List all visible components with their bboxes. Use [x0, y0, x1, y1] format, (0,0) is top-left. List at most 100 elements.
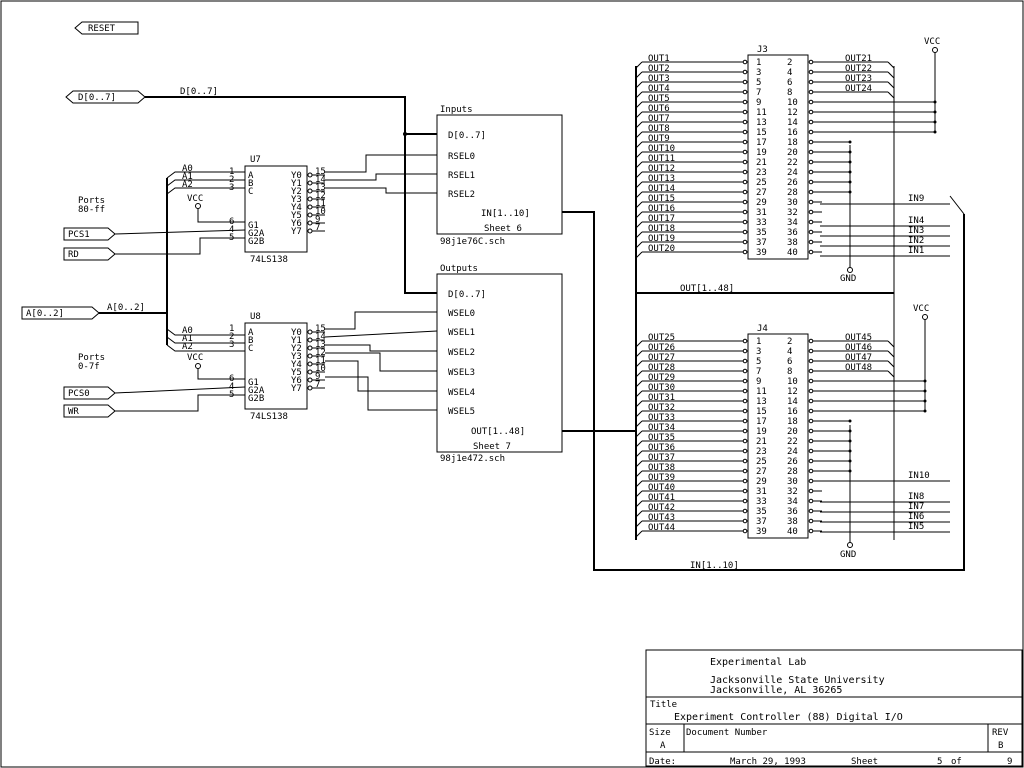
j4-pin-marker [808, 508, 814, 514]
u8-out-num: 10 [315, 364, 326, 374]
j4-left-net: OUT27 [648, 353, 675, 363]
j3-pin-marker [808, 89, 814, 95]
j4-pin-odd: 5 [756, 357, 761, 367]
j3-pin-marker [742, 169, 748, 175]
u8-bubble [307, 369, 313, 375]
j3-pin-marker [742, 179, 748, 185]
j3-pin-marker [742, 209, 748, 215]
outputs-pin-wsel4: WSEL4 [448, 388, 475, 398]
j3-pin-odd: 5 [756, 78, 761, 88]
u7-out-num: 7 [315, 223, 320, 233]
u7-out-num: 9 [315, 215, 320, 225]
j3-pin-even: 26 [787, 178, 798, 188]
a-bus-port: A[0..2] [21, 306, 100, 320]
u8-out-name: Y3 [291, 352, 302, 362]
j4-pin-odd: 9 [756, 377, 761, 387]
u8-decoder: U8 74LS138 [244, 312, 308, 422]
u8-out-num: 14 [315, 332, 326, 342]
j3-pin-even: 6 [787, 78, 792, 88]
u8-pin-name: B [248, 336, 253, 346]
j3-pin-marker [808, 99, 814, 105]
u8-out-num: 13 [315, 340, 326, 350]
j4-pin-marker [808, 468, 814, 474]
j4-bus-entry [635, 390, 643, 398]
j3-bus-entry [635, 241, 643, 249]
j4-pin-odd: 1 [756, 337, 761, 347]
pcs0-port: PCS0 [63, 386, 116, 400]
j4-pin-even: 24 [787, 447, 798, 457]
inputs-sheet-file: 98j1e76C.sch [440, 237, 505, 247]
j3-left-net: OUT7 [648, 114, 670, 124]
outputs-pin-wsel1: WSEL1 [448, 328, 475, 338]
u8-pin-name: G2B [248, 394, 264, 404]
title-block-of-label: of [951, 757, 962, 767]
j4-pin-even: 12 [787, 387, 798, 397]
j4-right-net: OUT47 [845, 353, 872, 363]
j4-pin-marker [808, 518, 814, 524]
j3-right-net: OUT21 [845, 54, 872, 64]
u8-pin-name: G1 [248, 378, 259, 388]
u8-bubble [307, 345, 313, 351]
u8-a2-wire [166, 344, 245, 352]
u7-out-num: 15 [315, 167, 326, 177]
d-bus-wire [145, 96, 437, 294]
u7-a2-wire [166, 187, 245, 195]
j3-pin-marker [808, 229, 814, 235]
j4-left-net: OUT32 [648, 403, 675, 413]
j4-pin-marker [742, 408, 748, 414]
j4-right-net: OUT46 [845, 343, 872, 353]
j3-pin-marker [742, 149, 748, 155]
j3-pin-marker [808, 249, 814, 255]
j3-right-entry [887, 61, 895, 69]
j3-left-net: OUT5 [648, 94, 670, 104]
j3-pin-even: 38 [787, 238, 798, 248]
u8-pin-num: 5 [229, 390, 234, 400]
j4-right-net: OUT48 [845, 363, 872, 373]
j4-left-net: OUT42 [648, 503, 675, 513]
j3-right-entry [887, 91, 895, 99]
j4-pin-marker [742, 488, 748, 494]
j4-left-net: OUT28 [648, 363, 675, 373]
u7-g2a-wire [114, 229, 246, 235]
u8-part: 74LS138 [250, 412, 288, 422]
j4-bus-entry [635, 360, 643, 368]
j3-pin-marker [742, 89, 748, 95]
j3-pin-marker [742, 109, 748, 115]
u7-net-a2: A2 [182, 180, 193, 190]
j4-left-net: OUT41 [648, 493, 675, 503]
j4-bus-entry [635, 340, 643, 348]
u7-net-a0: A0 [182, 164, 193, 174]
j4-pin-odd: 39 [756, 527, 767, 537]
inputs-pin-in: IN[1..10] [481, 209, 530, 219]
j4-pin-even: 8 [787, 367, 792, 377]
u7-out-name: Y6 [291, 219, 302, 229]
j4-pin-marker [808, 358, 814, 364]
wsel3-wire [325, 352, 437, 372]
title-block-rev-label: REV [992, 728, 1009, 738]
j4-pin-marker [742, 378, 748, 384]
j4-pin-marker [742, 358, 748, 364]
j4-pin-marker [808, 458, 814, 464]
j3-pin-odd: 35 [756, 228, 767, 238]
j4-pin-marker [742, 508, 748, 514]
j3-pin-even: 40 [787, 248, 798, 258]
j3-left-net: OUT3 [648, 74, 670, 84]
title-block-org: Experimental Lab [710, 657, 806, 668]
j3-pin-marker [742, 239, 748, 245]
j4-bus-entry [635, 440, 643, 448]
u8-pin-num: 1 [229, 324, 234, 334]
u7-g1-wire [197, 208, 245, 223]
j4-pin-marker [742, 458, 748, 464]
j3-left-net: OUT9 [648, 134, 670, 144]
j3-pin-even: 32 [787, 208, 798, 218]
u7-pin-name: C [248, 187, 253, 197]
j4-right-net: OUT45 [845, 333, 872, 343]
outputs-sheet-title: Outputs [440, 264, 478, 274]
j3-pin-odd: 1 [756, 58, 761, 68]
u8-out-name: Y7 [291, 384, 302, 394]
j4-bus-entry [635, 470, 643, 478]
u8-bubble [307, 329, 313, 335]
j4-pin-marker [808, 348, 814, 354]
j4-pin-marker [808, 408, 814, 414]
